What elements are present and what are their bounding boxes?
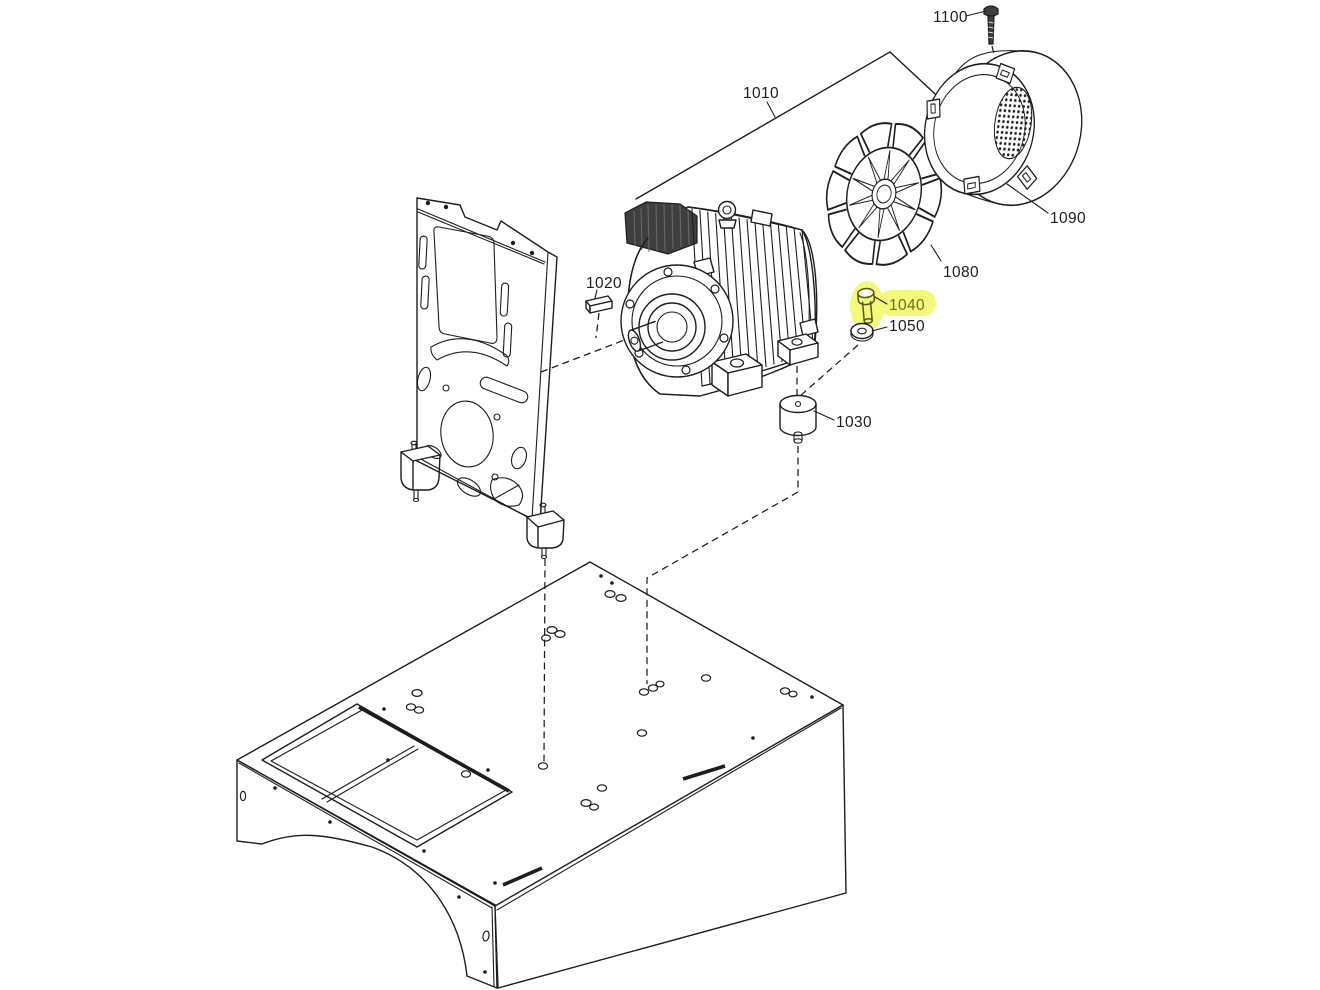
plate-foot-right — [526, 502, 565, 560]
dash-mount-to-base — [646, 446, 799, 684]
callout-1050[interactable]: 1050 — [871, 318, 925, 335]
leader-line — [965, 10, 987, 17]
callout-1080[interactable]: 1080 — [930, 244, 979, 281]
mounting-plate — [400, 197, 565, 560]
leader-line — [813, 410, 835, 421]
motor-lifting-eye — [717, 200, 737, 229]
motor-terminal-box — [624, 201, 698, 255]
callout-label[interactable]: 1080 — [943, 264, 979, 281]
screw-threads — [988, 21, 994, 39]
cover-grille — [993, 86, 1033, 160]
plate-silhouette — [416, 197, 558, 524]
motor-front-flange — [620, 264, 734, 378]
motor-shaft — [627, 320, 664, 352]
callout-label[interactable]: 1010 — [743, 85, 779, 102]
base-holes — [239, 589, 798, 942]
base-hole-dots — [273, 574, 814, 974]
fan-bore — [876, 184, 892, 204]
leader-line — [766, 101, 776, 118]
label-highlight — [878, 290, 936, 316]
base-opening-inner — [270, 708, 507, 841]
cover-screw — [983, 5, 999, 45]
motor-foot-front — [711, 353, 763, 397]
plate-foot-left — [400, 440, 441, 503]
base-opening-divider — [321, 745, 419, 803]
motor — [620, 200, 819, 397]
leader-line — [1006, 183, 1049, 214]
base-right-face — [494, 704, 847, 989]
callout-1010[interactable]: 1010 — [743, 85, 779, 118]
leader-line — [594, 289, 598, 299]
dash-key-to-shaft — [595, 312, 600, 339]
terminal-box-hatch — [633, 203, 690, 253]
dash-washer-to-mount — [799, 344, 859, 397]
base-slots — [502, 764, 726, 887]
dash-shaft-axis — [540, 333, 641, 373]
assembly-reference-line — [635, 51, 949, 200]
fan-cover — [923, 50, 1083, 207]
callout-1090[interactable]: 1090 — [1006, 183, 1086, 227]
hex-bolt-highlighted[interactable] — [850, 281, 884, 331]
motor-mount — [779, 394, 817, 444]
callout-label[interactable]: 1090 — [1050, 210, 1086, 227]
callout-label[interactable]: 1030 — [836, 414, 872, 431]
motor-foot-rear — [777, 333, 819, 366]
base-cabinet — [236, 561, 847, 989]
callout-1030[interactable]: 1030 — [813, 410, 872, 431]
fan-hub — [871, 178, 897, 210]
fan-spokes — [848, 150, 920, 238]
callout-label[interactable]: 1020 — [586, 275, 622, 292]
cover-mount-tabs — [926, 62, 1038, 195]
base-left-face-arched — [236, 759, 498, 989]
base-edge-rims — [238, 707, 842, 988]
leader-line — [871, 326, 888, 332]
key — [585, 295, 613, 314]
plate-flange-holes — [425, 200, 535, 256]
flat-washer — [850, 322, 874, 342]
fan — [825, 122, 943, 266]
callout-label-selected[interactable]: 1040 — [889, 297, 925, 314]
callout-label[interactable]: 1100 — [933, 9, 968, 26]
callout-1100[interactable]: 1100 — [933, 9, 987, 26]
leader-line — [930, 244, 942, 262]
callout-1020[interactable]: 1020 — [586, 275, 622, 299]
leader-line — [874, 296, 888, 305]
callout-label[interactable]: 1050 — [889, 318, 925, 335]
callout-1040-highlighted[interactable]: 1040 — [874, 290, 936, 316]
plate-cutouts — [416, 226, 529, 507]
